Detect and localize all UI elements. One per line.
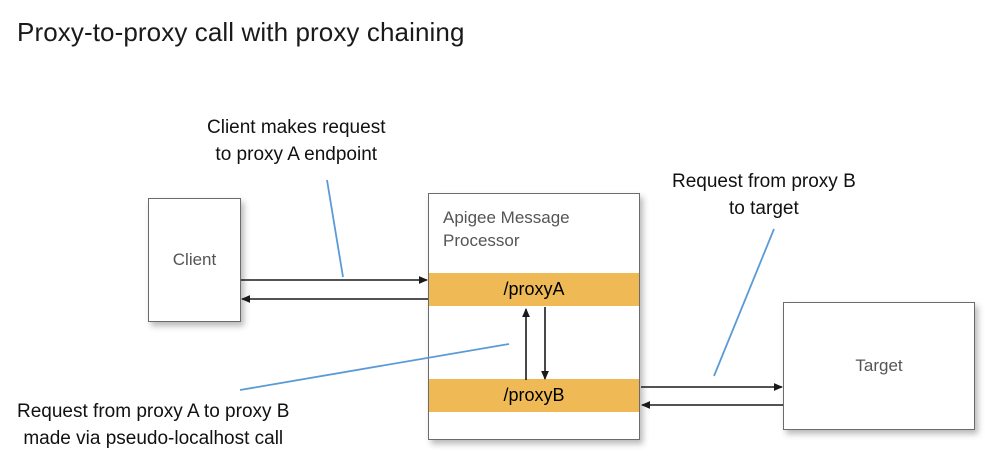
node-message-processor-title-line1: Apigee Message bbox=[443, 208, 570, 227]
node-message-processor-title: Apigee Message Processor bbox=[443, 206, 623, 252]
node-message-processor[interactable]: Apigee Message Processor /proxyA /proxyB bbox=[428, 193, 640, 440]
annotation-client-request-line2: to proxy A endpoint bbox=[215, 144, 378, 165]
annotation-proxya-proxyb-line2: made via pseudo-localhost call bbox=[23, 428, 284, 449]
node-client-label: Client bbox=[172, 250, 217, 269]
annotation-proxya-proxyb-line1: Request from proxy A to proxy B bbox=[17, 401, 290, 422]
leader-line-proxyb-target bbox=[713, 228, 775, 377]
node-client[interactable]: Client bbox=[148, 198, 241, 322]
annotation-client-request: Client makes request to proxy A endpoint bbox=[207, 114, 385, 168]
annotation-client-request-line1: Client makes request bbox=[207, 117, 386, 138]
annotation-proxyb-target-line2: to target bbox=[729, 198, 799, 219]
leader-line-client-request bbox=[326, 179, 344, 278]
band-proxya[interactable]: /proxyA bbox=[429, 273, 639, 306]
node-target-label: Target bbox=[855, 356, 903, 375]
node-target[interactable]: Target bbox=[783, 302, 975, 430]
page-title: Proxy-to-proxy call with proxy chaining bbox=[17, 17, 465, 47]
annotation-proxyb-target-line1: Request from proxy B bbox=[672, 171, 856, 192]
annotation-proxya-proxyb: Request from proxy A to proxy B made via… bbox=[17, 398, 289, 452]
annotation-proxyb-target: Request from proxy B to target bbox=[672, 168, 856, 222]
band-proxyb[interactable]: /proxyB bbox=[429, 379, 639, 412]
node-message-processor-title-line2: Processor bbox=[443, 231, 520, 250]
